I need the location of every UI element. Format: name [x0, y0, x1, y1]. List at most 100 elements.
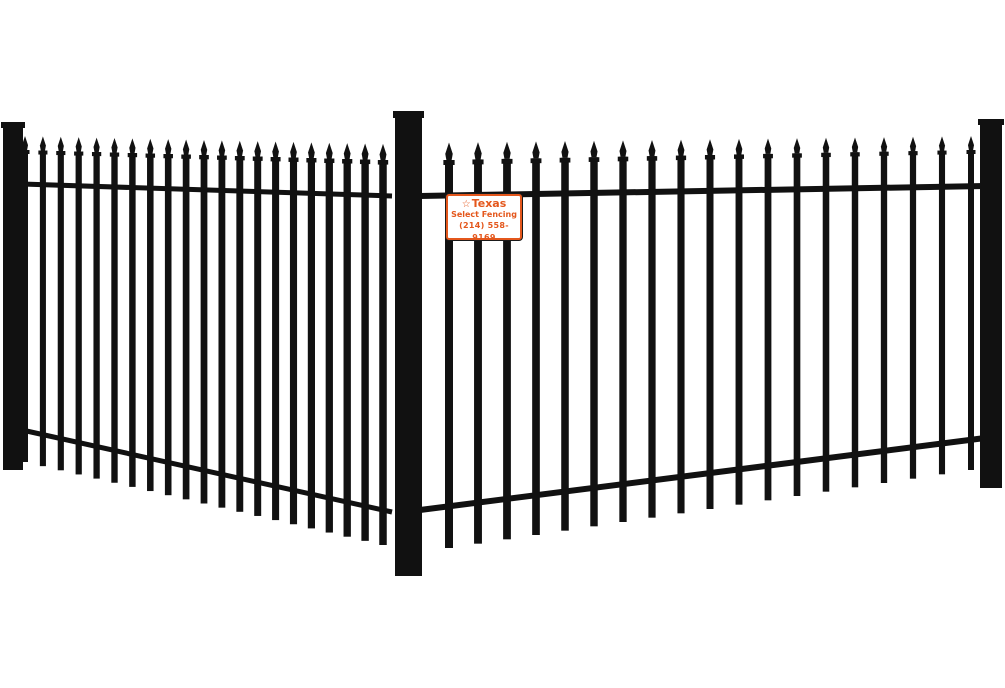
- finial: [793, 138, 801, 154]
- finial-collar: [270, 157, 281, 162]
- finial-collar: [937, 150, 947, 155]
- corner-post: [395, 114, 422, 576]
- sign-phone-number: (214) 558-9169: [459, 221, 509, 242]
- picket: [880, 151, 888, 483]
- right-post-cap: [978, 119, 1004, 125]
- picket: [147, 153, 154, 492]
- finial-collar: [163, 154, 173, 159]
- picket: [254, 156, 262, 516]
- sign-company-name: Select Fencing: [451, 210, 517, 219]
- company-sign: ☆Texas Select Fencing (214) 558-9169: [446, 194, 522, 242]
- finial-collar: [966, 150, 976, 154]
- finial: [22, 136, 28, 150]
- finial: [236, 140, 244, 156]
- finial-collar: [588, 157, 600, 162]
- finial-collar: [74, 151, 84, 156]
- finial-collar: [127, 153, 138, 158]
- left-end-post: [3, 124, 23, 470]
- finial: [308, 142, 315, 158]
- finial: [445, 142, 453, 160]
- finial: [677, 139, 685, 156]
- finial: [39, 136, 46, 151]
- picket: [561, 157, 569, 531]
- finial: [343, 143, 351, 159]
- finial: [648, 139, 656, 157]
- finial: [706, 139, 714, 155]
- picket: [938, 150, 946, 475]
- finial-collar: [234, 156, 245, 161]
- finial-collar: [763, 153, 773, 159]
- finial-collar: [109, 152, 120, 157]
- finial: [561, 141, 569, 158]
- picket: [445, 160, 453, 548]
- finial-collar: [91, 152, 102, 157]
- picket: [111, 152, 118, 483]
- finial-collar: [559, 157, 571, 163]
- picket: [532, 158, 540, 536]
- finial: [909, 136, 917, 152]
- finial-collar: [181, 154, 191, 159]
- finial-collar: [199, 155, 209, 160]
- finial: [93, 137, 100, 152]
- finial: [57, 136, 64, 151]
- picket: [764, 153, 772, 501]
- finial-collar: [324, 158, 335, 164]
- picket: [236, 156, 244, 512]
- picket: [57, 151, 64, 471]
- finial: [147, 138, 154, 154]
- finial-collar: [821, 152, 831, 158]
- finial-collar: [472, 159, 484, 165]
- finial-collar: [704, 155, 716, 160]
- picket: [75, 151, 82, 475]
- finial-collar: [734, 154, 744, 159]
- finial: [532, 141, 540, 159]
- picket: [735, 154, 743, 505]
- picket: [706, 155, 714, 509]
- finial: [129, 138, 136, 153]
- fence-posts: [1, 111, 1004, 576]
- finial-collar: [359, 159, 371, 165]
- right-fence-panel: [419, 136, 986, 548]
- finial: [379, 143, 387, 160]
- picket: [22, 150, 28, 462]
- finial: [272, 141, 279, 157]
- finial: [165, 139, 172, 154]
- picket: [968, 150, 974, 470]
- picket: [129, 153, 136, 487]
- picket: [851, 152, 859, 488]
- finial-collar: [38, 150, 48, 155]
- picket: [307, 158, 315, 529]
- finial: [619, 140, 627, 157]
- finial: [254, 141, 261, 157]
- finial-collar: [377, 160, 389, 165]
- picket: [474, 159, 482, 544]
- picket: [93, 152, 100, 479]
- finial-collar: [217, 155, 227, 160]
- left-fence-panel: [20, 136, 393, 545]
- picket: [590, 157, 598, 527]
- picket: [503, 158, 511, 540]
- star-icon: ☆: [461, 199, 471, 210]
- picket: [39, 150, 46, 467]
- picket: [648, 156, 656, 518]
- picket: [164, 154, 172, 496]
- finial: [75, 137, 82, 152]
- picket: [379, 160, 387, 545]
- finial: [361, 143, 369, 160]
- finial-collar: [443, 160, 455, 165]
- finial: [590, 140, 598, 158]
- finial: [325, 142, 333, 159]
- picket: [218, 155, 226, 508]
- finial-collar: [56, 151, 66, 156]
- finial-collar: [908, 151, 918, 156]
- finial: [822, 137, 830, 153]
- picket: [619, 156, 627, 522]
- finial-collar: [288, 157, 299, 162]
- finial-collar: [20, 150, 30, 154]
- finial: [851, 137, 859, 153]
- finial-collar: [792, 153, 802, 158]
- finial: [503, 141, 511, 159]
- finial: [968, 136, 974, 150]
- picket: [325, 158, 333, 533]
